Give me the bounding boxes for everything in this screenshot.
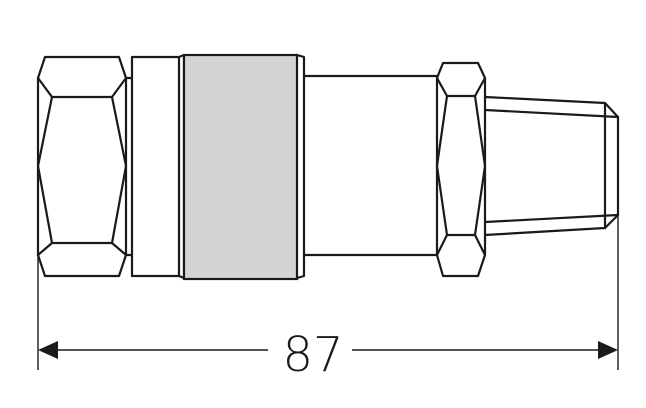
female-hex-nut — [36, 55, 134, 278]
dimension-line: 87 — [38, 327, 618, 383]
body — [302, 74, 439, 257]
arrow-right-icon — [598, 341, 618, 359]
collar — [130, 53, 186, 280]
arrow-left-icon — [38, 341, 58, 359]
coupling-sleeve — [182, 53, 306, 281]
hex-nut — [435, 61, 487, 278]
dimension-value: 87 — [282, 327, 343, 383]
tapered-male-thread — [483, 95, 620, 237]
